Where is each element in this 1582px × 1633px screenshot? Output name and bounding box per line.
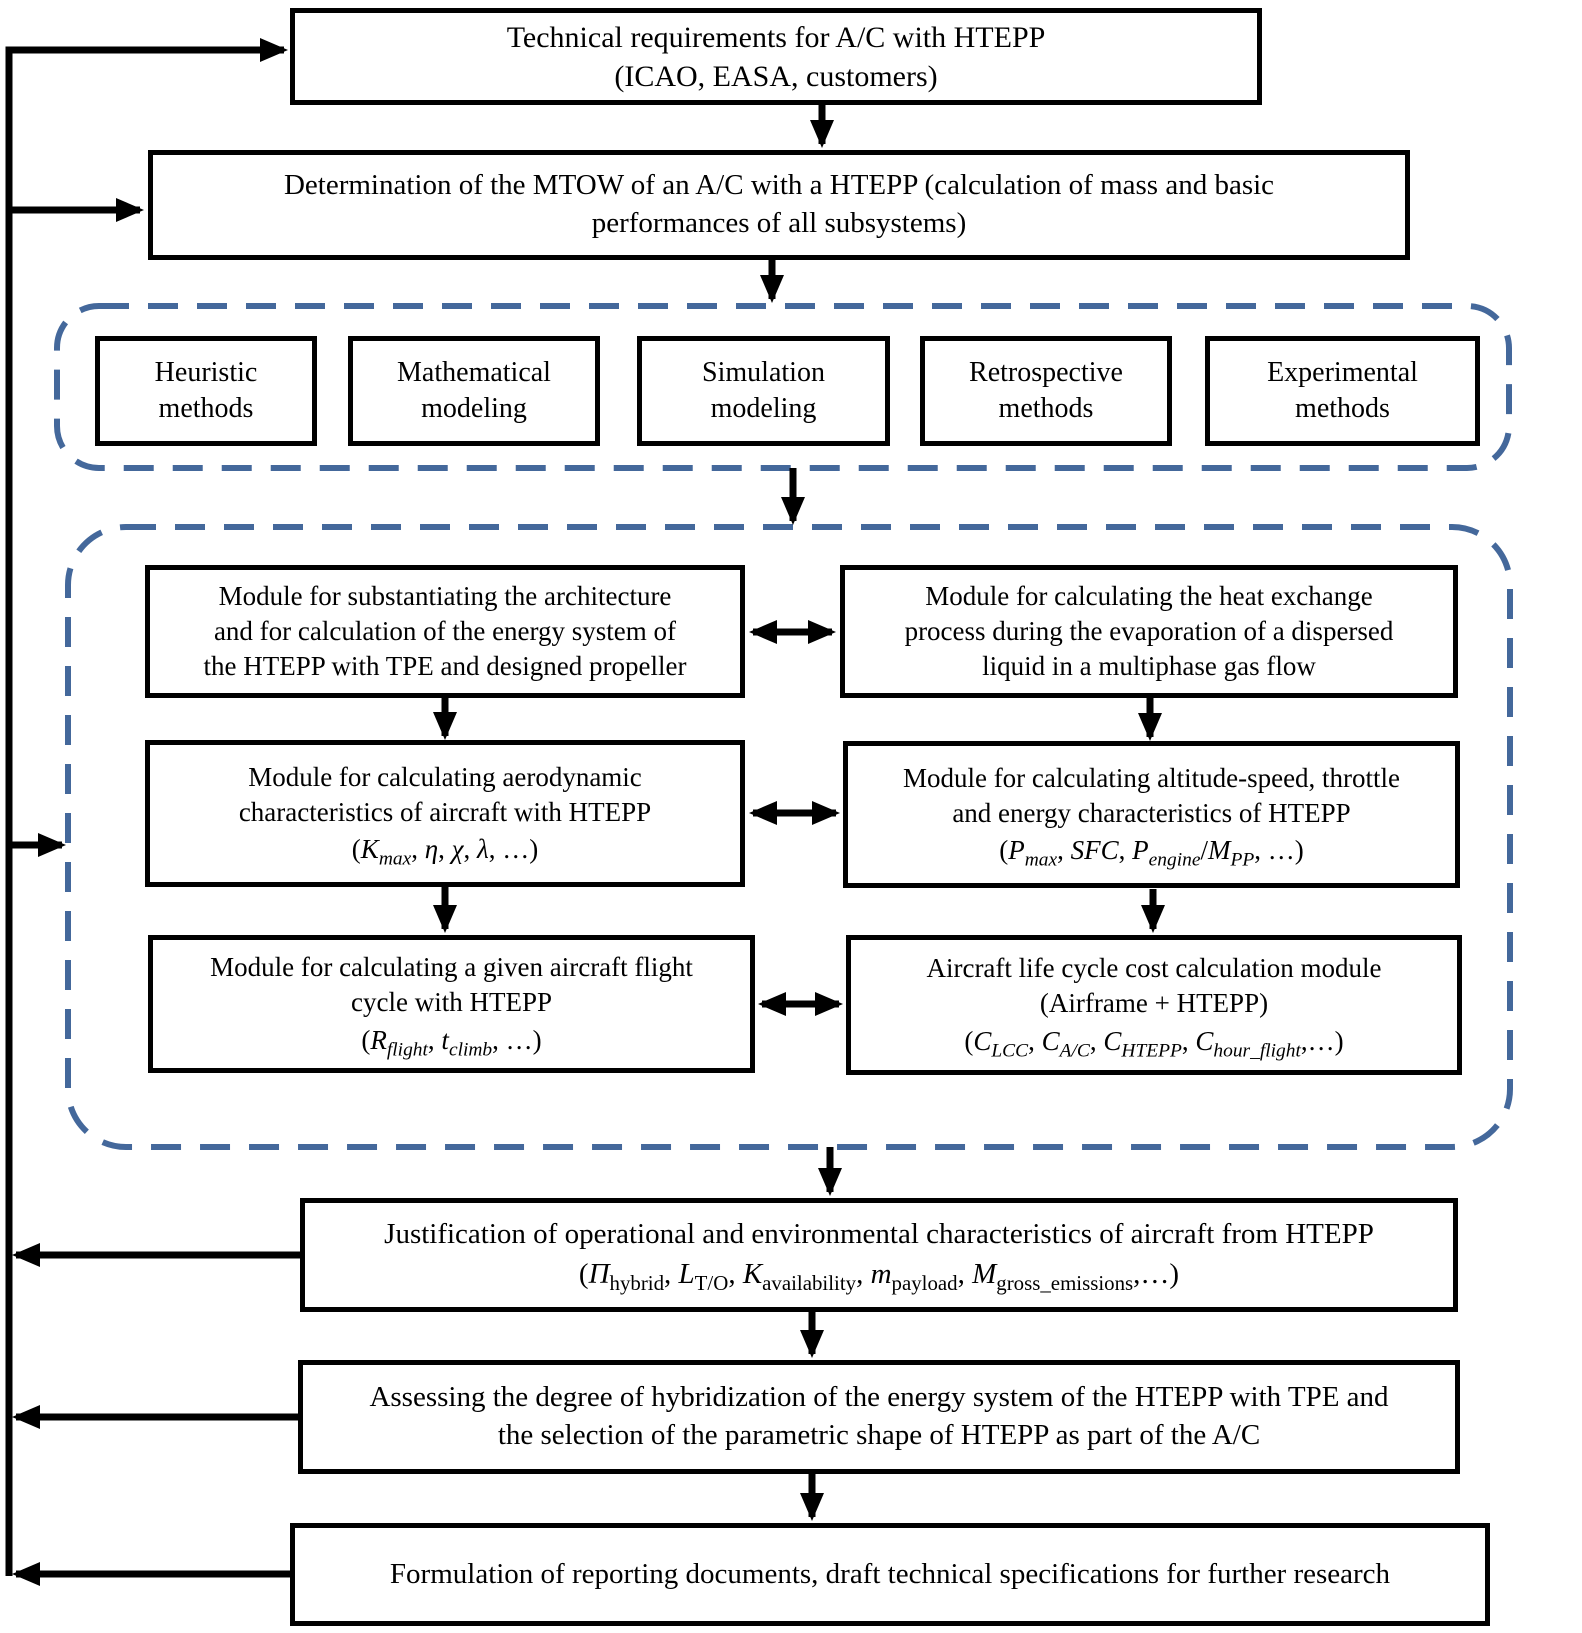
node-module-flight-cycle: Module for calculating a given aircraft … xyxy=(148,935,755,1073)
modules-group-border xyxy=(65,524,1513,1150)
node-module-altitude-speed: Module for calculating altitude-speed, t… xyxy=(843,741,1460,888)
module-title: Module for calculating a given aircraft … xyxy=(210,952,693,1018)
node-method-simulation: Simulation modeling xyxy=(637,336,890,446)
node-justification: Justification of operational and environ… xyxy=(300,1198,1458,1312)
module-params: (CLCC, CA/C, CHTEPP, Chour_flight,…) xyxy=(964,1025,1344,1061)
feedback-trunk-line xyxy=(5,38,288,1576)
node-method-retrospective: Retrospective methods xyxy=(920,336,1172,446)
node-method-mathematical: Mathematical modeling xyxy=(348,336,600,446)
node-formulation-documents: Formulation of reporting documents, draf… xyxy=(290,1523,1490,1626)
node-mtow-determination: Determination of the MTOW of an A/C with… xyxy=(148,150,1410,260)
module-title: Aircraft life cycle cost calculation mod… xyxy=(926,953,1382,1019)
node-assessing-hybridization: Assessing the degree of hybridization of… xyxy=(298,1360,1460,1474)
node-module-life-cycle-cost: Aircraft life cycle cost calculation mod… xyxy=(846,935,1462,1075)
justification-params: (Πhybrid, LT/O, Kavailability, mpayload,… xyxy=(578,1258,1180,1295)
module-title: Module for calculating altitude-speed, t… xyxy=(902,762,1401,828)
justification-title: Justification of operational and environ… xyxy=(384,1218,1374,1251)
node-method-heuristic: Heuristic methods xyxy=(95,336,317,446)
module-params: (Pmax, SFC, Pengine/MPP, …) xyxy=(999,835,1304,871)
module-params: (Rflight, tclimb, …) xyxy=(361,1024,542,1060)
node-method-experimental: Experimental methods xyxy=(1205,336,1480,446)
methods-group-border xyxy=(54,303,1512,471)
module-params: (Kmax, η, χ, λ, …) xyxy=(351,834,539,870)
node-module-architecture: Module for substantiating the architectu… xyxy=(145,565,745,698)
node-module-heat-exchange: Module for calculating the heat exchange… xyxy=(840,565,1458,698)
node-technical-requirements: Technical requirements for A/C with HTEP… xyxy=(290,8,1262,105)
